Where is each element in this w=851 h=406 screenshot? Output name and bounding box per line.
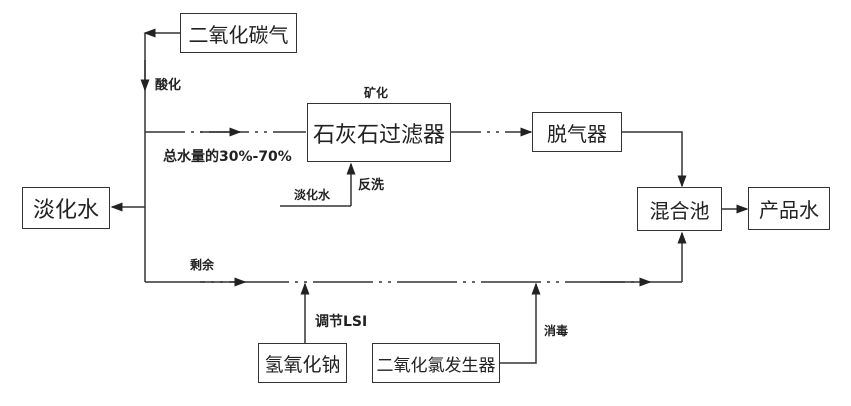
remainder-label: 剩余 [190, 258, 215, 272]
adjust-lsi-label: 调节LSI [315, 314, 368, 330]
disinfect-label: 消毒 [544, 324, 569, 338]
degasser-box: 脱气器 [532, 112, 622, 152]
clo2-generator-box: 二氧化氯发生器 [372, 343, 500, 383]
product-water-box: 产品水 [748, 187, 830, 230]
backwash-label: 反洗 [358, 178, 385, 193]
clo2-line [500, 282, 541, 364]
naoh-box: 氢氧化钠 [258, 343, 347, 383]
limestone-filter-box: 石灰石过滤器 [307, 103, 451, 162]
co2-box: 二氧化碳气 [180, 13, 297, 53]
acidify-label: 酸化 [155, 78, 182, 93]
desal-water-box: 淡化水 [22, 187, 110, 229]
mixing-tank-box: 混合池 [637, 187, 722, 231]
fraction-label: 总水量的30%-70% [163, 149, 292, 165]
mineralize-label: 矿化 [364, 86, 389, 100]
backwash-water-label: 淡化水 [294, 188, 331, 202]
degasser-to-mix-line [622, 131, 687, 188]
